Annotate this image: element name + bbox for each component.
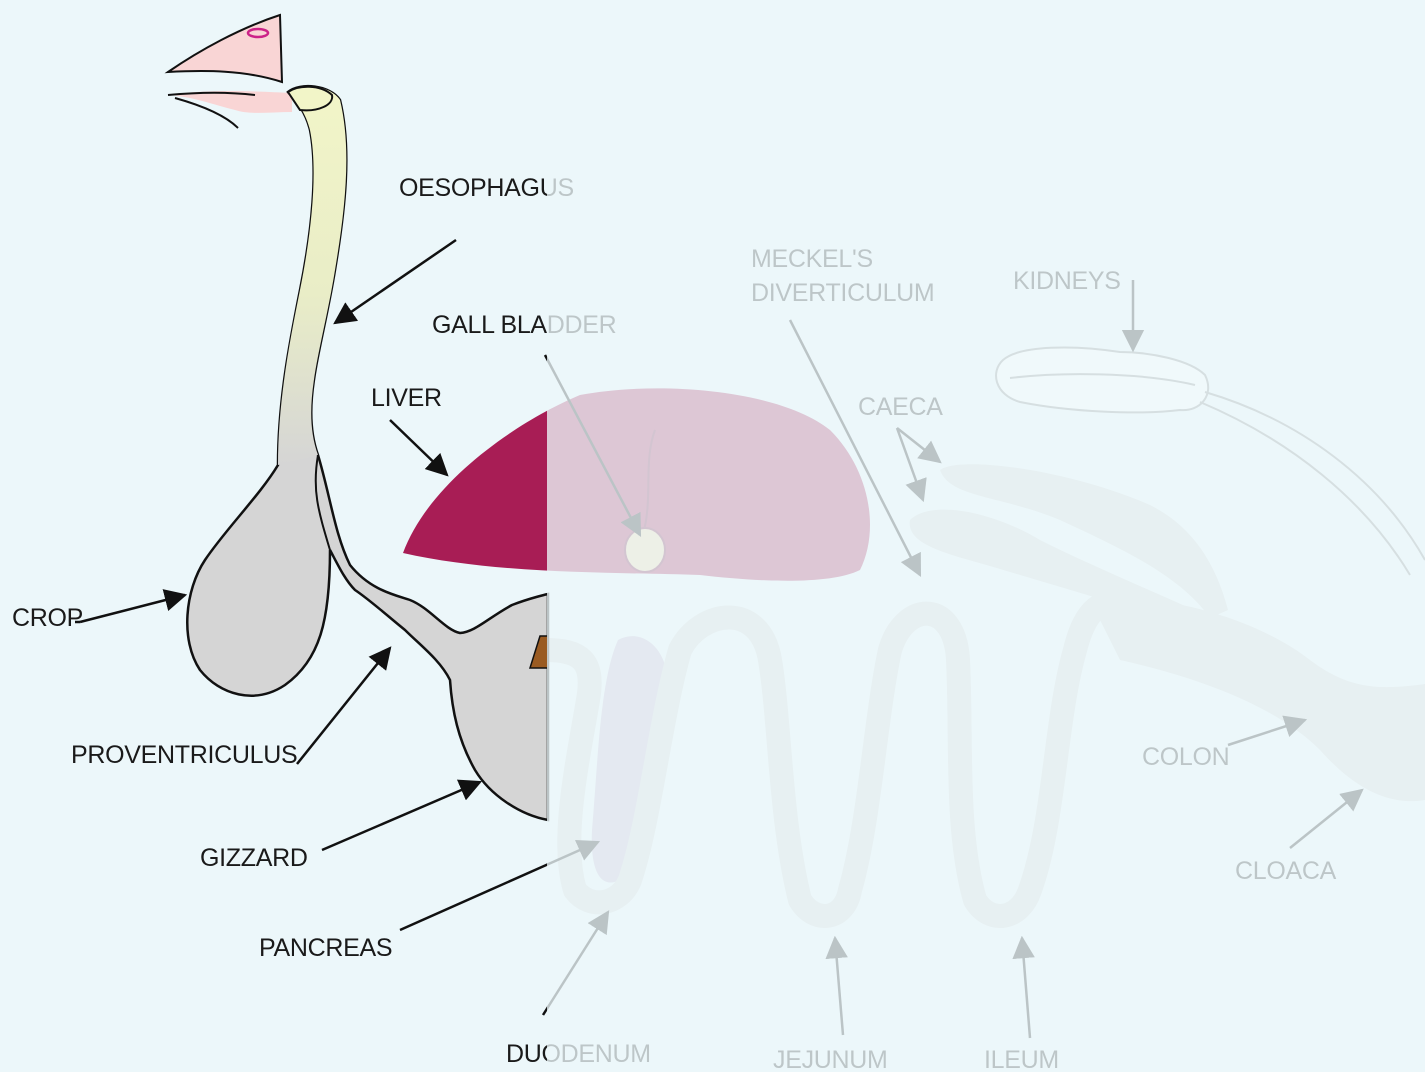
pancreas-label: PANCREAS: [259, 934, 392, 962]
duodenum-label: DUODENUM: [506, 1040, 651, 1068]
crop-label: CROP: [12, 604, 83, 632]
meckels-label-line2: DIVERTICULUM: [751, 279, 934, 307]
large-intestine: [1090, 598, 1425, 801]
caeca-label: CAECA: [858, 393, 943, 421]
caeca: [910, 464, 1228, 630]
gall-bladder: [625, 528, 665, 572]
ileum-label: ILEUM: [984, 1046, 1059, 1072]
proventriculus-label: PROVENTRICULUS: [71, 741, 297, 769]
liver-label: LIVER: [371, 384, 442, 412]
meckels-label-line1: MECKEL'S: [751, 245, 873, 273]
gizzard-label: GIZZARD: [200, 844, 308, 872]
cloaca-label: CLOACA: [1235, 857, 1337, 885]
oesophagus-label: OESOPHAGUS: [399, 174, 574, 202]
kidneys-label: KIDNEYS: [1013, 267, 1121, 295]
gall-bladder-label: GALL BLADDER: [432, 311, 616, 339]
colon-label: COLON: [1142, 743, 1229, 771]
jejunum-label: JEJUNUM: [773, 1046, 888, 1072]
kidneys: [996, 347, 1425, 575]
beak: [168, 15, 292, 128]
